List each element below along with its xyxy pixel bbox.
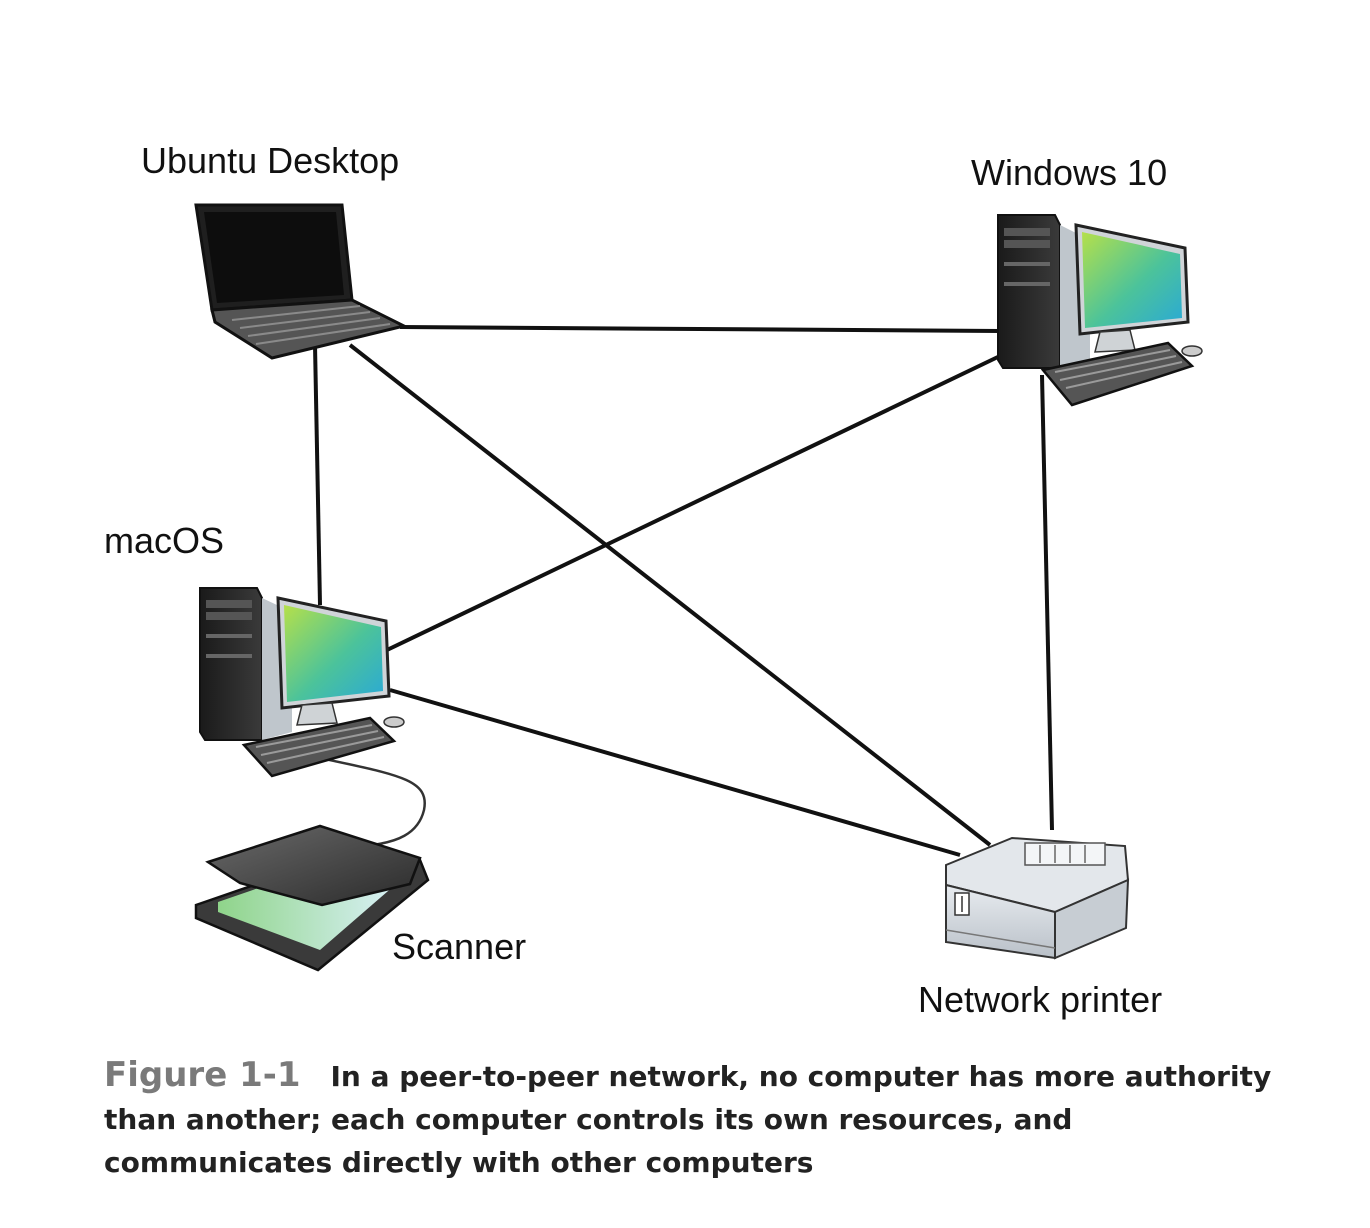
ubuntu-desktop-label: Ubuntu Desktop	[141, 140, 400, 181]
desktop-computer-icon	[997, 214, 1203, 407]
caption-text: In a peer-to-peer network, no computer h…	[104, 1060, 1272, 1179]
laptop-icon	[194, 203, 409, 360]
link-ubuntu-printer	[348, 343, 992, 847]
scanner-label: Scanner	[392, 926, 527, 967]
link-windows-macos	[386, 353, 1003, 652]
network-printer-label: Network printer	[918, 979, 1163, 1020]
scanner-cable	[319, 756, 426, 847]
figure-number: Figure 1-1	[104, 1055, 301, 1095]
link-macos-printer	[389, 688, 961, 857]
link-ubuntu-windows	[399, 325, 1001, 333]
scanner-icon	[194, 824, 430, 972]
printer-icon	[945, 836, 1130, 960]
link-windows-printer	[1040, 374, 1054, 831]
macos-label: macOS	[104, 520, 225, 561]
connection-lines	[313, 325, 1054, 857]
link-ubuntu-macos	[313, 344, 322, 606]
windows-10-label: Windows 10	[971, 152, 1168, 193]
desktop-computer-icon	[199, 587, 405, 778]
